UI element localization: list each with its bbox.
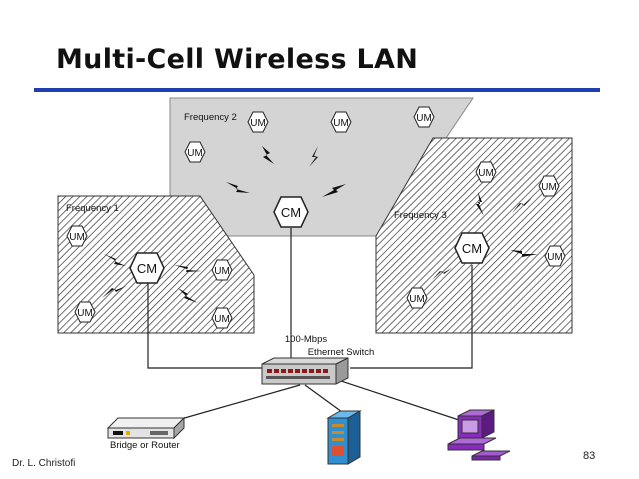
cm-label: CM (281, 205, 301, 220)
um-label: UM (214, 314, 230, 325)
um-node: UM (330, 111, 352, 133)
author-footer: Dr. L. Christofi (12, 458, 76, 469)
cm-node: CM (273, 196, 309, 228)
um-node: UM (184, 141, 206, 163)
um-label: UM (416, 113, 432, 124)
wireless-signals (102, 146, 538, 303)
switch-name-label: Ethernet Switch (308, 347, 375, 358)
um-label: UM (409, 294, 425, 305)
cm-node: CM (454, 232, 490, 264)
cm-label: CM (137, 261, 157, 276)
um-label: UM (250, 118, 266, 129)
um-label: UM (333, 118, 349, 129)
workstation-icon (447, 409, 511, 461)
um-label: UM (69, 232, 85, 243)
title-underline (34, 88, 600, 92)
frequency-2-label: Frequency 2 (184, 112, 237, 123)
um-label: UM (187, 148, 203, 159)
um-node: UM (475, 161, 497, 183)
um-node: UM (66, 225, 88, 247)
bridge-router-icon (106, 416, 186, 440)
um-label: UM (214, 266, 230, 277)
um-label: UM (547, 252, 563, 263)
um-node: UM (74, 301, 96, 323)
ethernet-switch-icon (261, 357, 349, 385)
um-node: UM (247, 111, 269, 133)
wired-links (147, 228, 473, 426)
slide-title: Multi-Cell Wireless LAN (56, 44, 419, 75)
um-label: UM (77, 308, 93, 319)
um-node: UM (544, 245, 566, 267)
um-node: UM (538, 175, 560, 197)
frequency-3-label: Frequency 3 (394, 210, 447, 221)
frequency-1-label: Frequency 1 (66, 203, 119, 214)
switch-speed-label: 100-Mbps (285, 334, 327, 345)
bridge-label: Bridge or Router (110, 440, 180, 451)
um-node: UM (211, 307, 233, 329)
um-label: UM (478, 168, 494, 179)
cm-label: CM (462, 241, 482, 256)
cm-node: CM (129, 252, 165, 284)
server-icon (326, 410, 362, 465)
um-node: UM (211, 259, 233, 281)
um-label: UM (541, 182, 557, 193)
um-node: UM (406, 287, 428, 309)
um-node: UM (413, 106, 435, 128)
page-number: 83 (583, 450, 596, 462)
